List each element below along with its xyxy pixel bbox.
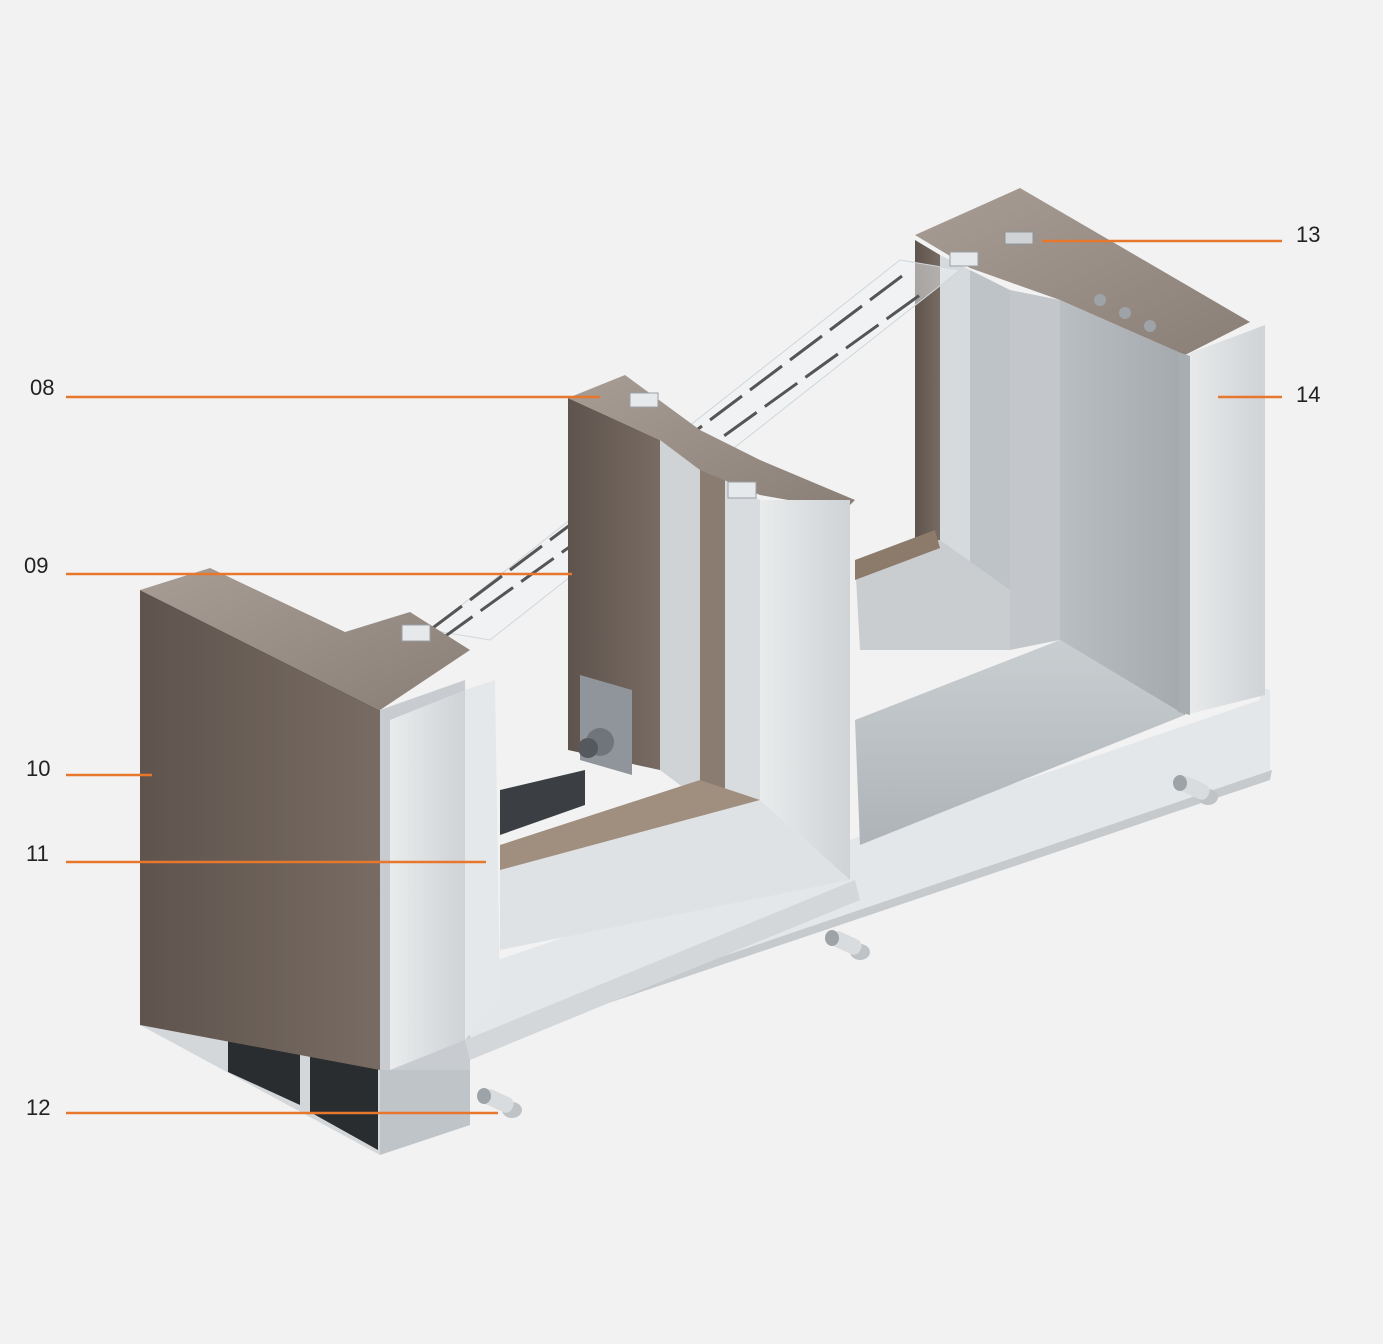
callout-14: 14 <box>1296 382 1321 407</box>
right-frame <box>855 188 1265 845</box>
callout-13: 13 <box>1296 222 1321 247</box>
left-sash <box>140 568 860 1070</box>
callout-12: 12 <box>26 1095 51 1120</box>
lock-keeper <box>578 675 632 775</box>
callout-09: 09 <box>24 553 49 578</box>
callout-10: 10 <box>26 756 51 781</box>
leader-lines <box>66 239 1282 1115</box>
anchor-pin <box>477 1088 522 1118</box>
callout-11: 11 <box>26 841 49 866</box>
callout-08: 08 <box>30 375 55 400</box>
anchor-pin <box>1173 775 1218 805</box>
middle-sash <box>500 375 855 950</box>
anchor-pin <box>825 930 870 960</box>
